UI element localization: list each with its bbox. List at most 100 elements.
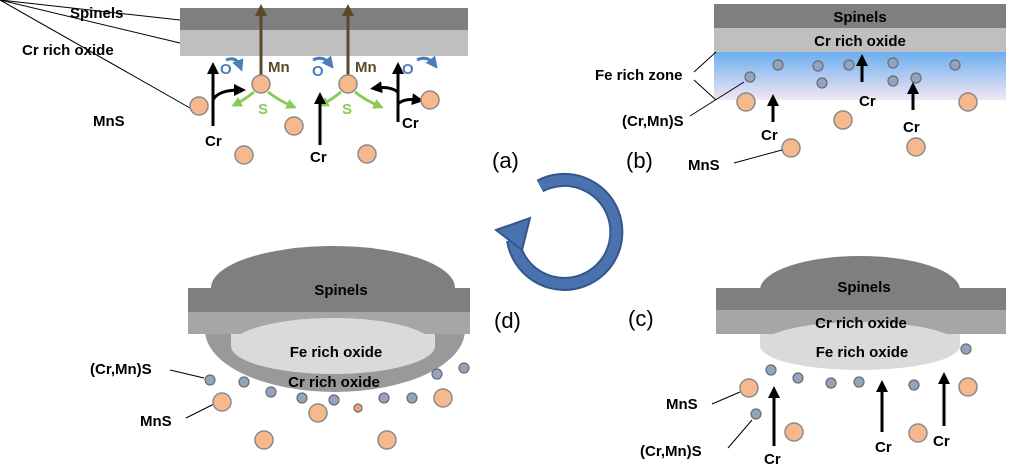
crmns-leader xyxy=(689,81,745,117)
cr-rich-oxide-label: Cr rich oxide xyxy=(288,374,380,391)
fe-rich-oxide-label: Fe rich oxide xyxy=(290,344,383,361)
mns-particle xyxy=(254,430,274,450)
crmns-particle xyxy=(296,392,308,404)
mns-particle xyxy=(234,145,254,165)
spinel-layer xyxy=(188,288,470,312)
mns-particle xyxy=(284,116,304,136)
cr-label: Cr xyxy=(859,93,876,110)
crmns-particle xyxy=(204,374,216,386)
mns-leader xyxy=(711,391,741,405)
mns-particle xyxy=(736,92,756,112)
crmns-particle xyxy=(843,59,855,71)
spinels-label: Spinels xyxy=(837,279,890,296)
mns-label: MnS xyxy=(140,413,172,430)
mns-label: MnS xyxy=(666,396,698,413)
cr-label-1: Cr xyxy=(205,133,222,150)
mns-particle xyxy=(833,110,853,130)
crmns-particle xyxy=(792,372,804,384)
crmns-particle xyxy=(378,392,390,404)
crmns-particle xyxy=(908,379,920,391)
cr-arrow-right-branch-left xyxy=(370,81,399,94)
crmns-particle xyxy=(825,377,837,389)
crmns-particle xyxy=(328,394,340,406)
mns-leader xyxy=(185,403,215,419)
mn-label-right: Mn xyxy=(355,59,377,76)
sulfur-arrow-1a xyxy=(231,90,255,107)
cycle-arrowhead xyxy=(493,216,532,252)
cr-rich-oxide-layer xyxy=(180,30,468,56)
cycle-arc-fill xyxy=(508,174,622,289)
crmns-particle xyxy=(853,376,865,388)
mns-label: MnS xyxy=(688,157,720,174)
cr-label: Cr xyxy=(903,119,920,136)
cr-label: Cr xyxy=(875,439,892,456)
mns-particle-interface-1 xyxy=(251,74,271,94)
crmns-particle xyxy=(949,59,961,71)
cr-arrow-right-branch-right xyxy=(396,93,424,106)
sulfur-label-2: S xyxy=(342,101,352,118)
panel-d: Spinels Fe rich oxide Cr rich oxide (Cr,… xyxy=(90,246,521,450)
crmns-particle xyxy=(406,392,418,404)
mns-particle xyxy=(784,422,804,442)
fe-rich-oxide-top xyxy=(231,334,435,346)
fe-rich-zone-leader xyxy=(693,51,717,73)
crmns-particle xyxy=(265,386,277,398)
mns-particle xyxy=(377,430,397,450)
crmns-particle xyxy=(887,57,899,69)
sulfur-arrow-1b xyxy=(267,90,297,109)
mns-particle xyxy=(908,423,928,443)
crmns-particle xyxy=(910,72,922,84)
cr-label-3: Cr xyxy=(402,115,419,132)
spinel-layer xyxy=(714,4,1006,28)
spinels-label: Spinels xyxy=(833,9,886,26)
fe-rich-oxide-label: Fe rich oxide xyxy=(816,344,909,361)
sulfur-arrow-2b xyxy=(354,90,384,109)
cr-rich-oxide-layer xyxy=(714,28,1006,52)
mns-particle xyxy=(212,392,232,412)
cr-rich-oxide-label: Cr rich oxide xyxy=(815,315,907,332)
cr-rich-oxide-label: Cr rich oxide xyxy=(814,33,906,50)
mns-leader xyxy=(733,149,783,164)
cr-rich-oxide-label: Cr rich oxide xyxy=(22,42,114,59)
cr-label: Cr xyxy=(761,127,778,144)
mns-particle xyxy=(308,403,328,423)
mns-particle xyxy=(906,137,926,157)
oxygen-arrow-3 xyxy=(416,55,438,69)
spinels-label: Spinels xyxy=(70,5,123,22)
sulfur-label-1: S xyxy=(258,101,268,118)
crmns-particle xyxy=(458,362,470,374)
crmns-particle xyxy=(353,403,363,413)
cr-arrow-left-branch xyxy=(211,84,246,101)
crmns-label: (Cr,Mn)S xyxy=(90,361,152,378)
mns-particle-interface-2 xyxy=(338,74,358,94)
mns-leader xyxy=(0,0,191,109)
crmns-label: (Cr,Mn)S xyxy=(622,113,684,130)
cr-label-2: Cr xyxy=(310,149,327,166)
crmns-particle xyxy=(816,77,828,89)
spinels-label: Spinels xyxy=(314,282,367,299)
mns-particle xyxy=(420,90,440,110)
mns-particle xyxy=(958,92,978,112)
cr-rich-oxide-leader xyxy=(0,0,181,44)
crmns-particle xyxy=(772,59,784,71)
mns-particle xyxy=(781,138,801,158)
spinel-layer xyxy=(180,8,468,30)
cr-label: Cr xyxy=(764,451,781,468)
cr-label: Cr xyxy=(933,433,950,450)
spinels-leader xyxy=(0,0,181,21)
oxygen-arrow-2 xyxy=(312,55,334,69)
mns-particle xyxy=(958,377,978,397)
sulfur-arrow-2a xyxy=(318,90,342,107)
fe-rich-zone-leader-lower xyxy=(693,79,717,101)
panel-c: Spinels Cr rich oxide Fe rich oxide Cr C… xyxy=(628,256,1006,468)
fe-rich-oxide-top xyxy=(760,334,960,346)
crmns-particle xyxy=(960,343,972,355)
panel-c-label: (c) xyxy=(628,306,654,331)
panel-a: Spinels Cr rich oxide MnS Mn Mn O O O S … xyxy=(0,0,519,173)
crmns-label: (Cr,Mn)S xyxy=(640,443,702,460)
oxygen-label-1: O xyxy=(220,61,232,78)
panel-b-label: (b) xyxy=(626,148,653,173)
panel-a-label: (a) xyxy=(492,148,519,173)
cycle-arrow xyxy=(493,172,624,291)
